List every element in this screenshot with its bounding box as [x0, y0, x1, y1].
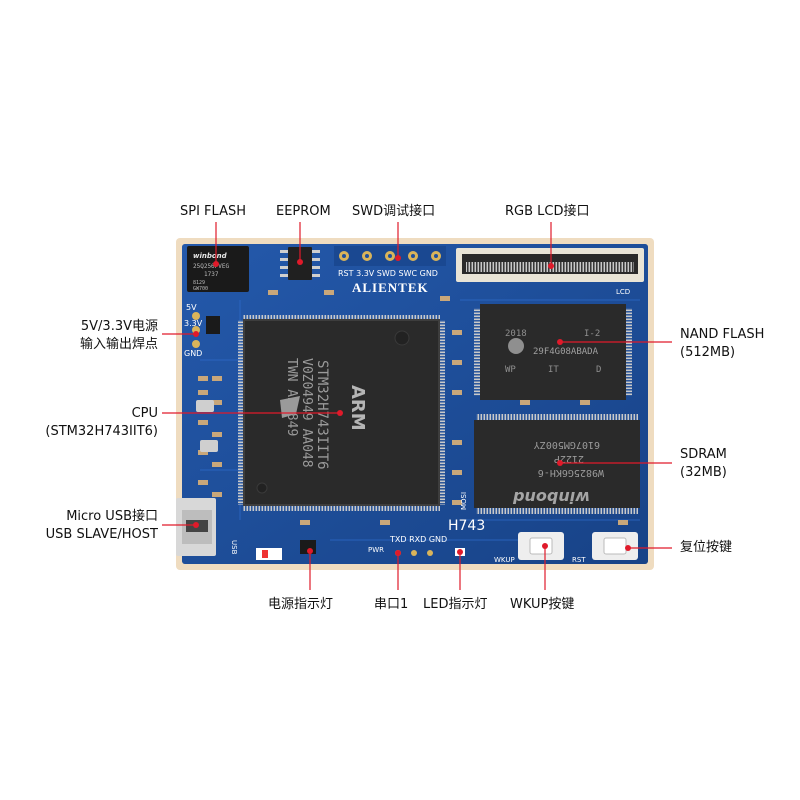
swd-header: RST 3.3V SWD SWC GND — [334, 246, 446, 278]
sdram-text-1: 6107GM500ZY — [534, 439, 600, 450]
callout-rgb-lcd: RGB LCD接口 — [505, 203, 590, 221]
rst-label: RST — [572, 556, 586, 564]
spi-flash-chip: winbond 25Q256FVEG 1737 8129 GW700 — [187, 246, 249, 292]
callout-reset-key: 复位按键 — [680, 539, 732, 557]
callout-swd: SWD调试接口 — [352, 203, 435, 221]
callout-eeprom: EEPROM — [276, 203, 331, 221]
pad-33v: 3.3V — [184, 319, 203, 328]
power-pads: 5V 3.3V GND — [184, 303, 220, 358]
smd-components — [198, 290, 628, 525]
eeprom-label: EEPROM — [276, 204, 331, 219]
lcd-label: LCD — [616, 288, 630, 296]
spi-chip-part: 25Q256FVEG — [193, 263, 230, 270]
usb-label-1: Micro USB接口 — [66, 509, 158, 524]
board-brand: ALIENTEK — [352, 280, 429, 295]
spi-flash-label: SPI FLASH — [180, 204, 246, 219]
wkup-button: WKUP — [494, 532, 564, 564]
spi-chip-code: 1737 — [204, 271, 219, 278]
power-pads-label-2: 输入输出焊点 — [79, 337, 158, 352]
cpu-label-2: (STM32H743IIT6) — [45, 424, 158, 439]
uart1-label: 串口1 — [374, 597, 409, 612]
callout-uart1: 串口1 — [374, 596, 408, 614]
usb-silk: USB — [230, 540, 238, 555]
led-label: LED指示灯 — [423, 597, 488, 612]
nand-flash-label-2: (512MB) — [680, 345, 736, 360]
pad-gnd: GND — [184, 349, 202, 358]
wkup-label: WKUP — [494, 556, 515, 564]
cpu-label-1: CPU — [131, 406, 158, 421]
sdram-label-2: (32MB) — [680, 465, 727, 480]
callout-sdram: SDRAM (32MB) — [680, 446, 727, 482]
swd-pin-labels: RST 3.3V SWD SWC GND — [338, 269, 438, 278]
cpu-text-1: STM32H743IIT6 — [314, 360, 330, 470]
sdram-text-2: 2122P — [554, 453, 584, 464]
spi-chip-lot2: GW700 — [193, 286, 208, 292]
callout-lines — [162, 222, 672, 590]
callout-power-pads: 5V/3.3V电源 输入输出焊点 — [54, 318, 158, 354]
nand-text-d: D — [596, 365, 601, 375]
power-pads-label-1: 5V/3.3V电源 — [80, 319, 158, 334]
nand-text-it: IT — [548, 365, 559, 375]
callout-led: LED指示灯 — [423, 596, 487, 614]
nand-text-wp: WP — [505, 365, 516, 375]
swd-label: SWD调试接口 — [352, 204, 436, 219]
power-led-label: 电源指示灯 — [268, 597, 334, 612]
mosi-label: MOSI — [460, 492, 468, 510]
callout-spi-flash: SPI FLASH — [180, 203, 246, 221]
nand-flash-chip: 2018 I-2 29F4G08ABADA WP IT D — [474, 304, 632, 400]
sdram-brand: winbond — [513, 488, 590, 507]
uart-pin-labels: TXD RXD GND — [389, 535, 447, 544]
crystal — [196, 400, 218, 452]
micron-logo-icon — [508, 338, 524, 354]
wkup-key-label: WKUP按键 — [510, 597, 575, 612]
callout-dots — [193, 255, 631, 556]
callout-wkup-key: WKUP按键 — [510, 596, 574, 614]
board-model: H743 — [448, 518, 485, 534]
callout-cpu: CPU (STM32H743IIT6) — [30, 405, 158, 441]
nand-flash-label-1: NAND FLASH — [680, 327, 765, 342]
sdram-label-1: SDRAM — [680, 447, 727, 462]
callout-usb: Micro USB接口 USB SLAVE/HOST — [40, 508, 158, 544]
spi-chip-brand: winbond — [193, 252, 228, 260]
callout-power-led: 电源指示灯 — [268, 596, 333, 614]
reset-key-label: 复位按键 — [680, 540, 733, 555]
reset-button: RST — [572, 532, 638, 564]
sdram-text-3: W9825G6KH-6 — [538, 467, 604, 478]
callout-nand-flash: NAND FLASH (512MB) — [680, 326, 764, 362]
nand-text-rev: I-2 — [584, 329, 600, 339]
usb-label-2: USB SLAVE/HOST — [45, 527, 158, 542]
pwr-label: PWR — [368, 546, 384, 554]
pad-5v: 5V — [186, 303, 197, 312]
nand-text-year: 2018 — [505, 329, 527, 339]
spi-chip-lot: 8129 — [193, 280, 205, 286]
cpu-arm-logo: ARM — [347, 385, 368, 431]
cpu-text-3: TWN AK 849 — [284, 358, 299, 436]
nand-text-part: 29F4G08ABADA — [533, 347, 599, 357]
sdram-chip: 6107GM500ZY 2122P W9825G6KH-6 winbond — [474, 414, 640, 514]
rgb-lcd-label: RGB LCD接口 — [505, 204, 590, 219]
